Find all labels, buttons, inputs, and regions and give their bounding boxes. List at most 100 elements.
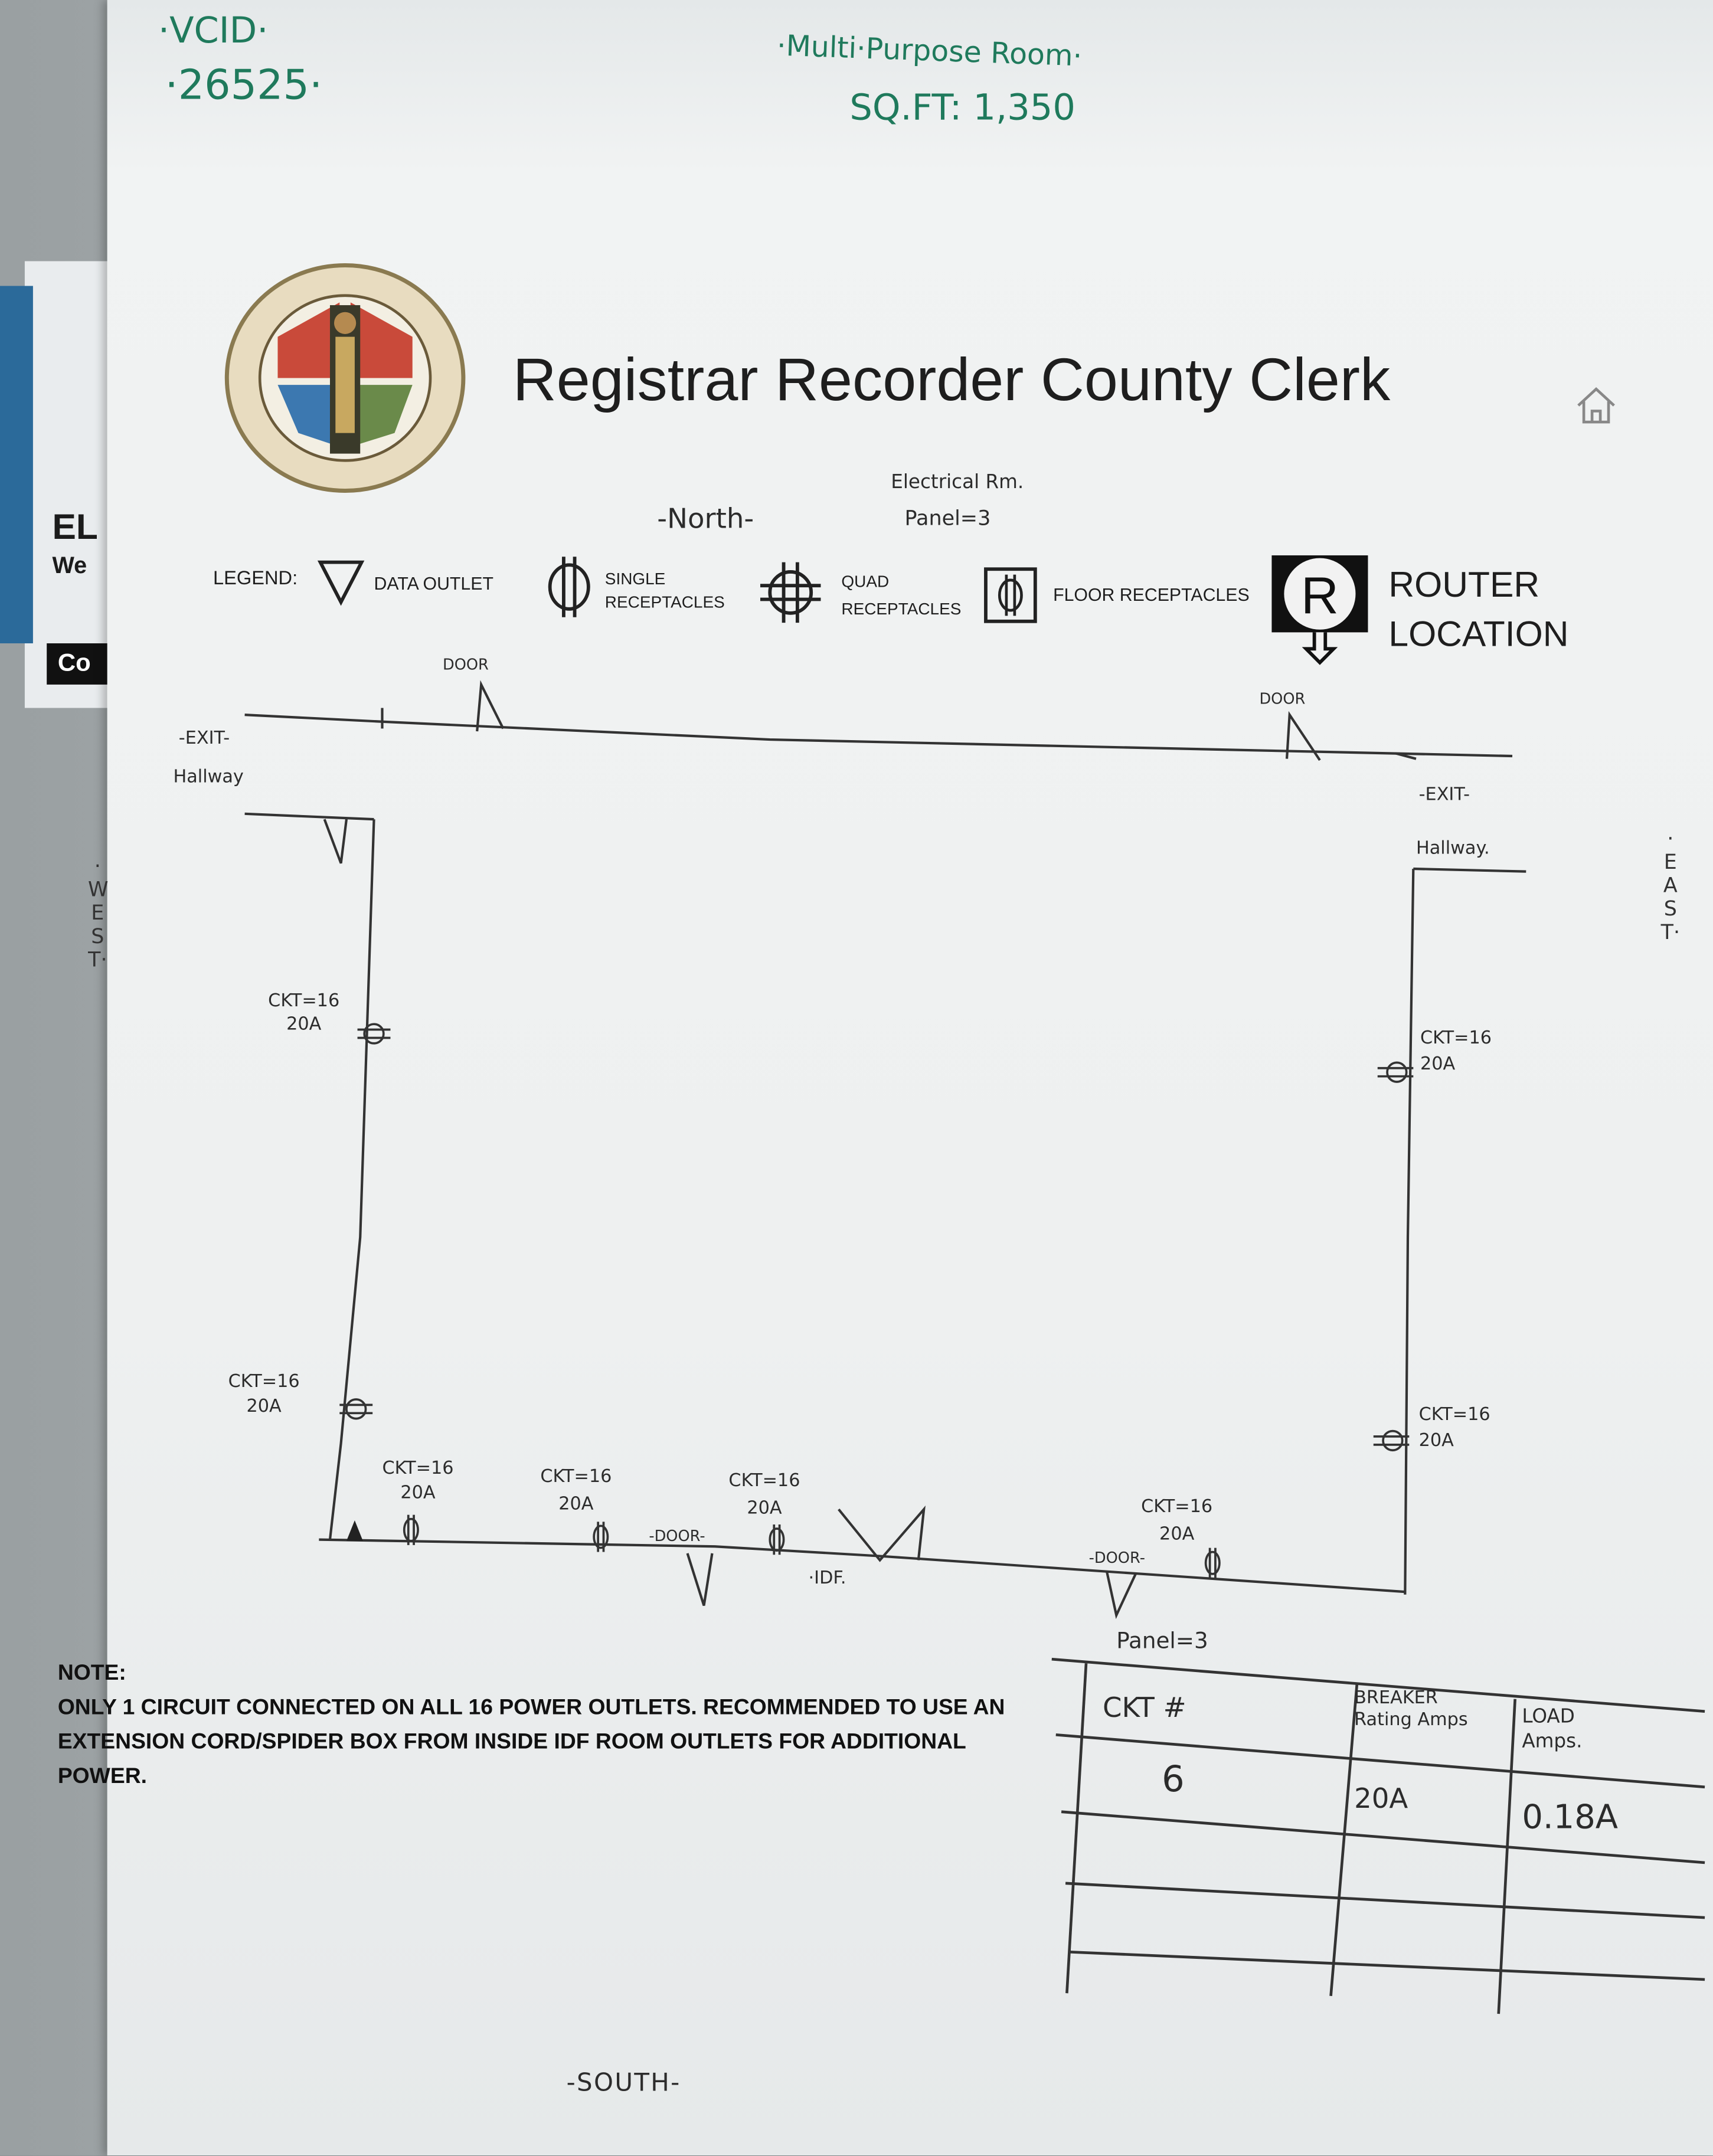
- circuit-amps: 20A: [400, 1483, 436, 1504]
- data-outlet-icon: [317, 560, 365, 606]
- background-card: EL We Co: [0, 261, 129, 708]
- quad-receptacle: [339, 1398, 373, 1420]
- circuit-label: CKT=16 20A: [1419, 1402, 1490, 1455]
- square-footage: SQ.FT: 1,350: [849, 88, 1075, 129]
- east-wall: [1404, 868, 1415, 1595]
- door-north-right: [1285, 711, 1321, 761]
- circuit-number: CKT=16: [1141, 1497, 1213, 1518]
- circuit-number: CKT=16: [728, 1471, 800, 1492]
- circuit-label: CKT=16 20A: [728, 1468, 800, 1523]
- quad-receptacle: [1373, 1429, 1410, 1452]
- legend-quad-receptacles: QUAD RECEPTACLES: [841, 568, 961, 623]
- door-label: DOOR: [442, 655, 489, 674]
- data-outlet-south-2: [1105, 1571, 1137, 1620]
- legend-text: LOCATION: [1388, 613, 1569, 655]
- circuit-amps: 20A: [747, 1498, 782, 1519]
- home-icon[interactable]: [1574, 385, 1619, 426]
- east-wall-top: [1395, 752, 1417, 760]
- circuit-number: CKT=16: [382, 1458, 454, 1480]
- single-receptacle-icon: [548, 557, 590, 617]
- idf-label: ·IDF.: [808, 1568, 846, 1589]
- circuit-amps: 20A: [1420, 1054, 1456, 1075]
- vcid-value: ·26525·: [165, 61, 323, 110]
- quad-receptacle: [357, 1023, 391, 1045]
- door-label-south: -DOOR-: [649, 1527, 705, 1545]
- legend-floor-receptacles: FLOOR RECEPTACLES: [1053, 584, 1250, 605]
- west-label: ·WEST·: [88, 853, 109, 972]
- exit-label-east: -EXIT-: [1418, 784, 1470, 806]
- single-receptacle: [769, 1524, 785, 1555]
- single-receptacles: [403, 1514, 1221, 1578]
- south-wall: [319, 1538, 1405, 1594]
- legend-label: LEGEND:: [213, 566, 298, 588]
- single-receptacle: [403, 1514, 419, 1545]
- circuit-amps: 20A: [286, 1014, 322, 1035]
- quad-receptacle: [1377, 1061, 1414, 1083]
- legend-text: RECEPTACLES: [841, 599, 962, 619]
- card-text: We: [52, 552, 87, 579]
- hallway-label-east: Hallway.: [1415, 838, 1490, 859]
- legend-text: RECEPTACLES: [604, 592, 725, 612]
- door-label-south: -DOOR-: [1088, 1549, 1145, 1568]
- exit-label-west: -EXIT-: [178, 728, 230, 750]
- vcid-label: ·VCID·: [158, 11, 269, 53]
- circuit-number: CKT=16: [540, 1467, 612, 1488]
- quad-receptacle-icon: [760, 562, 821, 623]
- note-block: NOTE: ONLY 1 CIRCUIT CONNECTED ON ALL 16…: [58, 1657, 1020, 1794]
- south-label: -SOUTH-: [566, 2069, 681, 2098]
- data-outlet-west: [323, 819, 348, 864]
- floor-receptacle-icon: [984, 567, 1037, 623]
- router-letter: R: [1301, 566, 1339, 624]
- circuit-number: CKT=16: [1418, 1405, 1490, 1426]
- circuit-label: CKT=16 20A: [540, 1464, 612, 1519]
- circuit-number: CKT=16: [228, 1372, 300, 1393]
- circuit-amps: 20A: [558, 1494, 594, 1515]
- circuit-label: CKT=16 20A: [228, 1370, 300, 1420]
- table-header-breaker: BREAKER Rating Amps: [1354, 1688, 1468, 1731]
- table-header-load: LOAD Amps.: [1522, 1706, 1583, 1753]
- west-exit-line: [244, 812, 374, 821]
- circuit-amps: 20A: [1159, 1524, 1195, 1545]
- east-exit-line: [1413, 867, 1526, 873]
- single-receptacle: [1204, 1548, 1221, 1578]
- legend-single-receptacles: SINGLE RECEPTACLES: [605, 568, 725, 614]
- electrical-panel-label: Panel=3: [904, 506, 991, 531]
- circuit-label: CKT=16 20A: [1420, 1026, 1492, 1078]
- note-title: NOTE:: [57, 1661, 126, 1686]
- router-location-icon: R: [1271, 555, 1368, 665]
- circuit-label: CKT=16 20A: [382, 1457, 453, 1507]
- card-stripe: [0, 286, 33, 644]
- page-title: Registrar Recorder County Clerk: [512, 346, 1391, 414]
- legend-router-location: ROUTER LOCATION: [1388, 560, 1568, 659]
- panel-table-title: Panel=3: [1116, 1627, 1208, 1654]
- quad-receptacles: [339, 1023, 1414, 1452]
- data-outlet-south-1: [686, 1553, 714, 1607]
- single-receptacle: [593, 1522, 609, 1552]
- table-cell-ckt: 6: [1162, 1759, 1185, 1801]
- legend-text: ROUTER: [1388, 563, 1540, 605]
- table-header-ckt: CKT #: [1102, 1690, 1186, 1724]
- north-wall: [244, 714, 1513, 758]
- circuit-number: CKT=16: [1420, 1028, 1492, 1049]
- east-label: ·EAST·: [1660, 826, 1681, 945]
- legend-text: SINGLE: [604, 569, 666, 588]
- idf-door: [838, 1505, 926, 1562]
- card-text: EL: [52, 506, 98, 547]
- table-cell-breaker: 20A: [1354, 1781, 1408, 1815]
- circuit-number: CKT=16: [268, 991, 340, 1012]
- electrical-room-label: Electrical Rm.: [891, 471, 1024, 494]
- door-north-left: [476, 680, 505, 732]
- circuit-amps: 20A: [246, 1396, 282, 1418]
- legend-text: QUAD: [841, 571, 890, 591]
- floor-outlet-marker: [346, 1520, 363, 1541]
- county-seal-logo: [224, 263, 466, 493]
- circuit-label: CKT=16 20A: [1141, 1494, 1212, 1549]
- door-label: DOOR: [1259, 690, 1306, 708]
- note-body: ONLY 1 CIRCUIT CONNECTED ON ALL 16 POWER…: [57, 1696, 1005, 1789]
- table-cell-load: 0.18A: [1522, 1798, 1619, 1837]
- circuit-amps: 20A: [1418, 1431, 1454, 1452]
